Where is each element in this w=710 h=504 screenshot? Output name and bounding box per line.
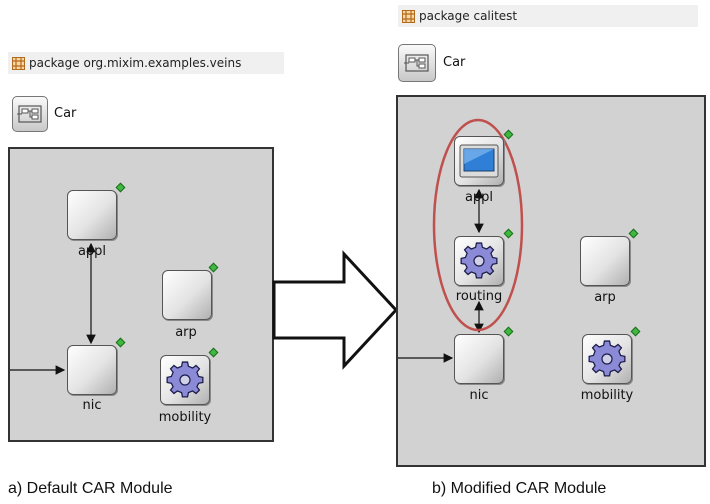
left-module-arp[interactable] (162, 270, 212, 320)
right-type-icon[interactable] (398, 44, 436, 82)
left-module-mobility-label: mobility (158, 410, 212, 425)
gear-icon (460, 242, 498, 279)
left-package-bar: package org.mixim.examples.veins (8, 52, 284, 74)
compound-module-icon (404, 54, 429, 72)
left-module-appl-label: appl (77, 244, 107, 259)
right-module-routing-label: routing (455, 289, 503, 304)
package-icon (402, 9, 415, 23)
compound-module-icon (17, 105, 42, 123)
right-module-appl[interactable] (454, 136, 504, 186)
left-module-appl[interactable] (67, 190, 117, 240)
right-package-label: package calitest (419, 9, 518, 23)
right-module-arp-label: arp (594, 290, 616, 305)
gear-icon (166, 361, 204, 398)
right-package-bar: package calitest (398, 5, 698, 27)
left-module-nic[interactable] (67, 345, 117, 395)
package-icon (12, 56, 25, 70)
screen-icon (459, 144, 499, 178)
left-caption: a) Default CAR Module (8, 480, 173, 497)
left-module-arp-label: arp (175, 325, 197, 340)
gear-icon (588, 340, 626, 377)
right-module-canvas[interactable] (396, 95, 706, 467)
left-package-label: package org.mixim.examples.veins (29, 56, 242, 70)
right-module-mobility-label: mobility (580, 388, 634, 403)
right-module-arp[interactable] (580, 236, 630, 286)
left-module-nic-label: nic (82, 398, 102, 413)
left-module-canvas[interactable] (8, 147, 274, 442)
right-arrow-icon (272, 250, 399, 370)
right-module-mobility[interactable] (582, 334, 632, 384)
right-module-nic[interactable] (454, 334, 504, 384)
left-type-label: Car (54, 106, 77, 121)
right-module-routing[interactable] (454, 236, 504, 286)
left-module-mobility[interactable] (160, 355, 210, 405)
right-module-appl-label: appl (464, 190, 494, 205)
right-type-label: Car (443, 55, 466, 70)
left-type-icon[interactable] (12, 96, 48, 132)
right-module-nic-label: nic (469, 388, 489, 403)
right-caption: b) Modified CAR Module (432, 480, 607, 497)
highlight-ellipse (432, 118, 524, 332)
